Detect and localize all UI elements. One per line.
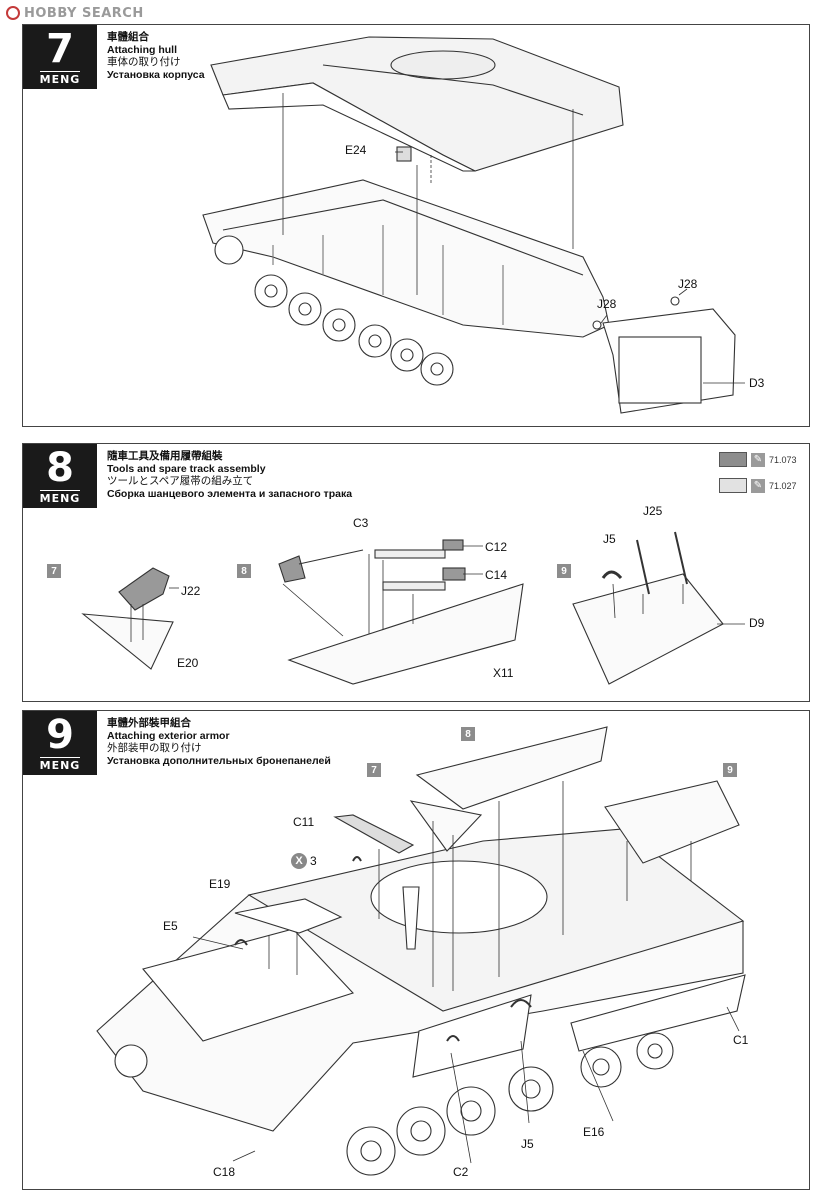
step-8-panel: 8 MENG 隨車工具及備用履帶組裝 Tools and spare track…	[22, 443, 810, 702]
title-jp: 外部装甲の取り付け	[107, 742, 202, 754]
title-cn: 車體組合	[107, 31, 149, 43]
part-label-j5: J5	[603, 532, 616, 546]
part-label-e16: E16	[583, 1125, 605, 1139]
quantity-multiplier: X 3	[291, 853, 317, 869]
part-label-c3: C3	[353, 516, 369, 530]
title-en: Attaching exterior armor	[107, 729, 230, 742]
paint-code: 71.027	[769, 480, 797, 491]
part-label-c18: C18	[213, 1165, 236, 1179]
brush-icon: ✎	[751, 478, 765, 493]
substep-badge-7: 7	[47, 564, 61, 578]
title-ru: Сборка шанцевого элемента и запасного тр…	[107, 487, 353, 500]
step-9-header: 9 MENG 車體外部裝甲組合 Attaching exterior armor…	[23, 711, 331, 775]
part-label-c14: C14	[485, 568, 508, 582]
part-label-e24: E24	[345, 143, 367, 157]
title-en: Tools and spare track assembly	[107, 462, 266, 475]
title-cn: 隨車工具及備用履帶組裝	[107, 450, 223, 462]
step-7-titles: 車體組合 Attaching hull 車体の取り付け Установка ко…	[97, 25, 205, 89]
meng-logo: MENG	[39, 489, 81, 505]
watermark-text: HOBBY SEARCH	[24, 5, 144, 21]
part-label-e5: E5	[163, 919, 178, 933]
part-label-e20: E20	[177, 656, 199, 670]
paint-legend-2: ✎ 71.027	[719, 478, 797, 493]
part-label-c12: C12	[485, 540, 508, 554]
step-number: 8	[46, 444, 74, 491]
multiplier-count: 3	[310, 854, 317, 868]
paint-swatch	[719, 452, 747, 467]
paint-legend-1: ✎ 71.073	[719, 452, 797, 467]
part-label-j28-lower: J28	[597, 297, 617, 311]
title-en: Attaching hull	[107, 43, 177, 56]
step-7-badge: 7 MENG	[23, 25, 97, 89]
part-label-j5: J5	[521, 1137, 534, 1151]
step-7-panel: 7 MENG 車體組合 Attaching hull 車体の取り付け Устан…	[22, 24, 810, 427]
part-label-d9: D9	[749, 616, 765, 630]
step-number: 9	[46, 711, 74, 758]
step-8-badge: 8 MENG	[23, 444, 97, 508]
part-label-c1: C1	[733, 1033, 749, 1047]
part-label-c2: C2	[453, 1165, 469, 1179]
substep-badge-8: 8	[237, 564, 251, 578]
title-jp: 車体の取り付け	[107, 56, 181, 68]
step-7-header: 7 MENG 車體組合 Attaching hull 車体の取り付け Устан…	[23, 25, 205, 89]
part-label-x11: X11	[493, 666, 514, 680]
meng-logo: MENG	[39, 70, 81, 86]
part-label-j28-upper: J28	[678, 277, 698, 291]
part-label-j25: J25	[643, 504, 663, 518]
step-9-panel: 9 MENG 車體外部裝甲組合 Attaching exterior armor…	[22, 710, 810, 1190]
armor-assembly-drawing	[96, 726, 746, 1176]
part-label-e19: E19	[209, 877, 231, 891]
subref-badge-7: 7	[367, 763, 381, 777]
title-ru: Установка дополнительных бронепанелей	[107, 754, 331, 767]
hobbysearch-logo-icon	[6, 6, 20, 20]
part-label-j22: J22	[181, 584, 201, 598]
title-cn: 車體外部裝甲組合	[107, 717, 191, 729]
title-jp: ツールとスペア履帯の組み立て	[107, 475, 254, 487]
title-ru: Установка корпуса	[107, 68, 205, 81]
step-8-header: 8 MENG 隨車工具及備用履帶組裝 Tools and spare track…	[23, 444, 352, 508]
step-8-titles: 隨車工具及備用履帶組裝 Tools and spare track assemb…	[97, 444, 352, 508]
meng-logo: MENG	[39, 756, 81, 772]
hull-assembly-drawing	[202, 36, 745, 414]
paint-swatch	[719, 478, 747, 493]
subref-badge-8: 8	[461, 727, 475, 741]
substep-badge-9: 9	[557, 564, 571, 578]
tools-assembly-drawing	[81, 531, 745, 685]
step-9-badge: 9 MENG	[23, 711, 97, 775]
brush-icon: ✎	[751, 452, 765, 467]
watermark: HOBBY SEARCH	[6, 4, 144, 22]
step-number: 7	[46, 25, 74, 72]
paint-code: 71.073	[769, 454, 797, 465]
part-label-c11: C11	[293, 815, 315, 829]
subref-badge-9: 9	[723, 763, 737, 777]
multiply-icon: X	[291, 853, 307, 869]
step-9-titles: 車體外部裝甲組合 Attaching exterior armor 外部装甲の取…	[97, 711, 331, 775]
part-label-d3: D3	[749, 376, 765, 390]
